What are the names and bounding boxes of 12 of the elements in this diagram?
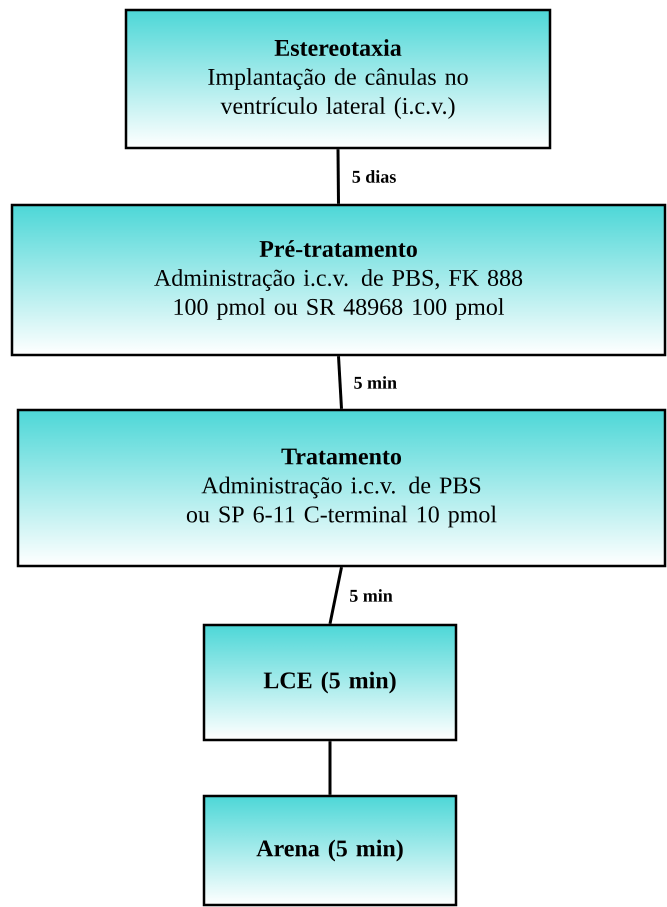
process-box: Pré-tratamento Administração i.c.v. de PBS, FK 888 100 pmol ou SR 48968 100 pmol bbox=[10, 204, 666, 356]
edge-label: 5 min bbox=[350, 589, 393, 602]
connector-line bbox=[328, 741, 332, 795]
connector-line bbox=[337, 356, 343, 409]
connector-line bbox=[328, 566, 343, 624]
connector-line bbox=[336, 149, 340, 204]
edge-label: 5 dias bbox=[352, 170, 396, 183]
process-box: Tratamento Administração i.c.v. de PBS ou SP 6-11 C-terminal 10 pmol bbox=[16, 408, 666, 568]
process-box: Arena (5 min) bbox=[202, 794, 458, 906]
process-box: Estereotaxia Implantação de cânulas no ventrículo lateral (i.c.v.) bbox=[124, 8, 552, 150]
process-box: LCE (5 min) bbox=[202, 624, 458, 742]
edge-label: 5 min bbox=[354, 376, 397, 389]
